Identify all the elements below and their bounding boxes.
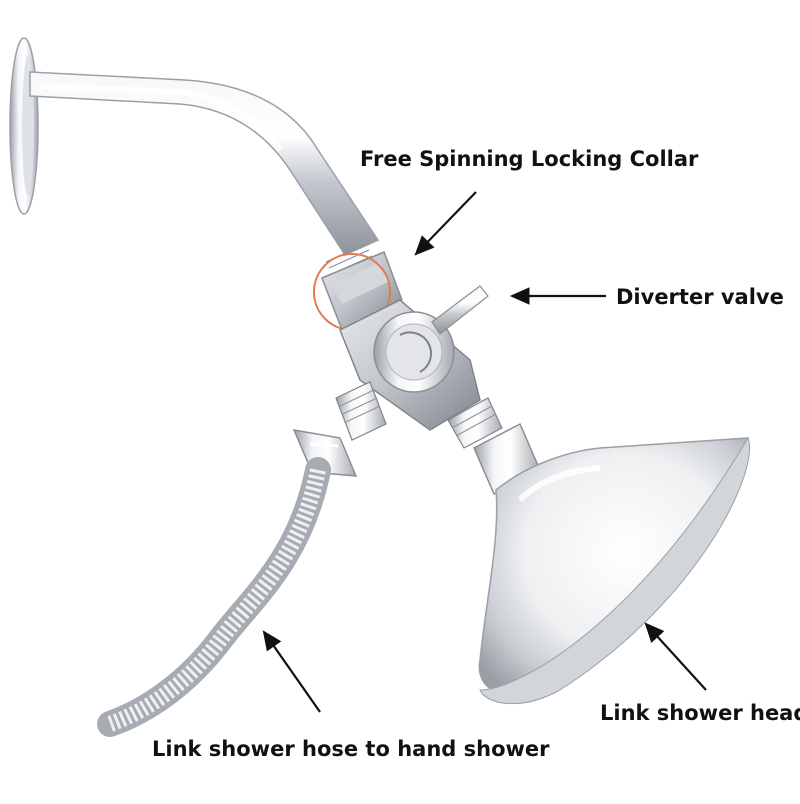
- label-diverter-valve: Diverter valve: [616, 285, 784, 309]
- head-outlet: [447, 397, 503, 449]
- label-shower-hose: Link shower hose to hand shower: [152, 737, 550, 761]
- arrow-collar: [414, 191, 477, 256]
- diverter-body: [335, 285, 503, 449]
- locking-collar: [313, 251, 403, 332]
- label-shower-head: Link shower head: [600, 701, 800, 725]
- shower-arm: [29, 71, 380, 275]
- rotation-arrow-icon: [399, 331, 433, 373]
- head-dome: [478, 437, 749, 694]
- wall-flange: [9, 37, 39, 215]
- arrows: [262, 191, 707, 713]
- shower-head: [473, 422, 750, 705]
- arrow-hose: [262, 630, 321, 713]
- arrow-head: [644, 622, 707, 691]
- label-locking-collar: Free Spinning Locking Collar: [360, 147, 699, 171]
- diverter-lever: [431, 285, 489, 335]
- shower-hose: [97, 457, 331, 737]
- hose-outlet: [335, 381, 387, 441]
